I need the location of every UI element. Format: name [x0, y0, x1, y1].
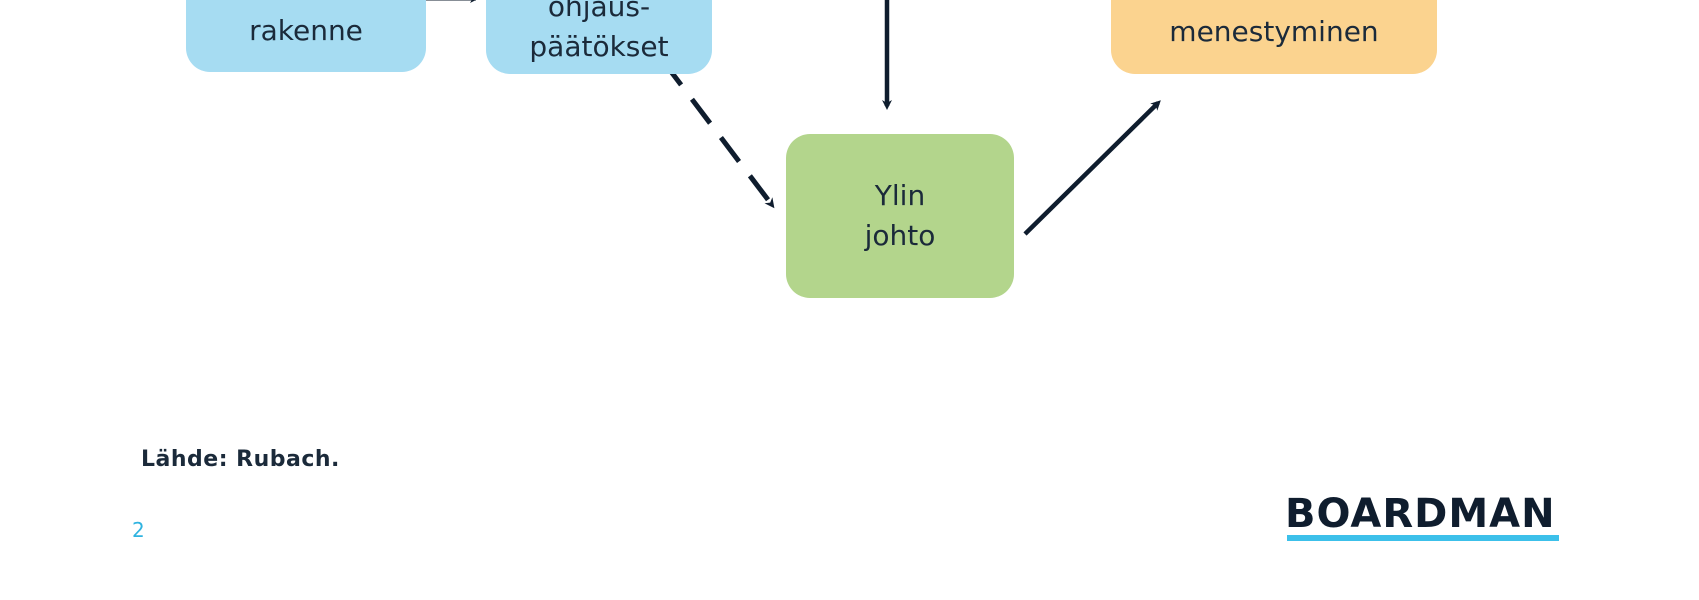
node-top-management: Ylin johto	[786, 134, 1014, 298]
page-number: 2	[132, 518, 145, 542]
node-decisions: ohjaus- päätökset	[486, 0, 712, 74]
node-structure: rakenne	[186, 0, 426, 72]
dashed-arrow-decisions-to-management	[661, 59, 775, 209]
brand-wordmark: BOARDMAN	[1285, 491, 1556, 537]
node-success-label: menestyminen	[1169, 15, 1379, 48]
arrow-management-to-success	[1023, 100, 1161, 236]
source-note: Lähde: Rubach.	[141, 447, 340, 472]
node-structure-label: rakenne	[249, 14, 363, 47]
node-success: menestyminen	[1111, 0, 1437, 74]
brand-underline	[1287, 535, 1559, 541]
brand-logo: BOARDMAN	[1285, 492, 1563, 542]
node-top-management-label: Ylin johto	[864, 179, 936, 252]
node-decisions-label: ohjaus- päätökset	[529, 0, 669, 63]
